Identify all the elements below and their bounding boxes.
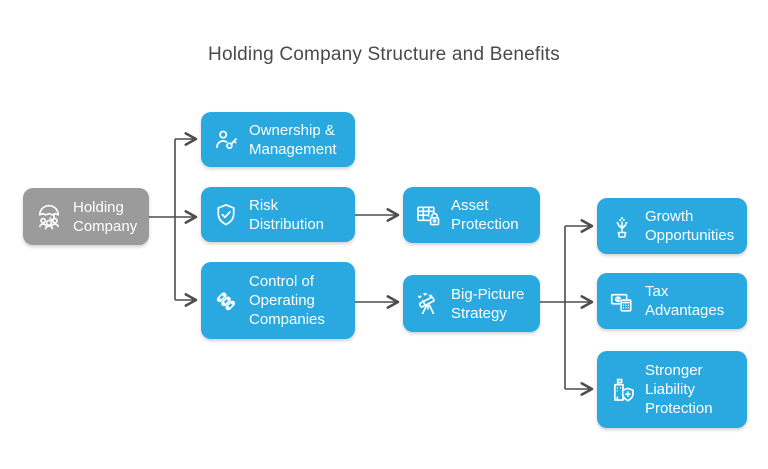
person-key-icon — [212, 126, 240, 154]
umbrella-group-icon — [34, 202, 64, 232]
node-ownership-management: Ownership & Management — [201, 112, 355, 167]
node-stronger-liability-protection: Stronger Liability Protection — [597, 351, 747, 428]
node-growth-opportunities: Growth Opportunities — [597, 198, 747, 254]
node-big-picture-strategy: Big-Picture Strategy — [403, 275, 540, 332]
diagram-title: Holding Company Structure and Benefits — [208, 44, 560, 65]
node-label: Asset Protection — [451, 197, 519, 233]
node-label: Big-Picture Strategy — [451, 285, 525, 322]
shield-check-icon — [212, 201, 240, 229]
node-label: Growth Opportunities — [645, 208, 735, 244]
node-label: Control of Operating Companies — [249, 273, 325, 328]
chain-links-icon — [212, 287, 240, 315]
plant-icon — [608, 212, 636, 240]
money-calculator-icon — [608, 287, 636, 315]
node-risk-distribution: Risk Distribution — [201, 187, 355, 242]
node-label: Risk Distribution — [249, 196, 325, 233]
node-label: Tax Advantages — [645, 283, 725, 319]
building-shield-icon — [608, 376, 636, 404]
node-label: Stronger Liability Protection — [645, 362, 713, 417]
node-label: Ownership & Management — [249, 121, 337, 158]
node-tax-advantages: Tax Advantages — [597, 273, 747, 329]
node-holding-company: Holding Company — [23, 188, 149, 245]
node-control-operating-companies: Control of Operating Companies — [201, 262, 355, 339]
node-label: Holding Company — [73, 198, 138, 235]
node-asset-protection: Asset Protection — [403, 187, 540, 243]
telescope-icon — [414, 290, 442, 318]
table-lock-icon — [414, 201, 442, 229]
